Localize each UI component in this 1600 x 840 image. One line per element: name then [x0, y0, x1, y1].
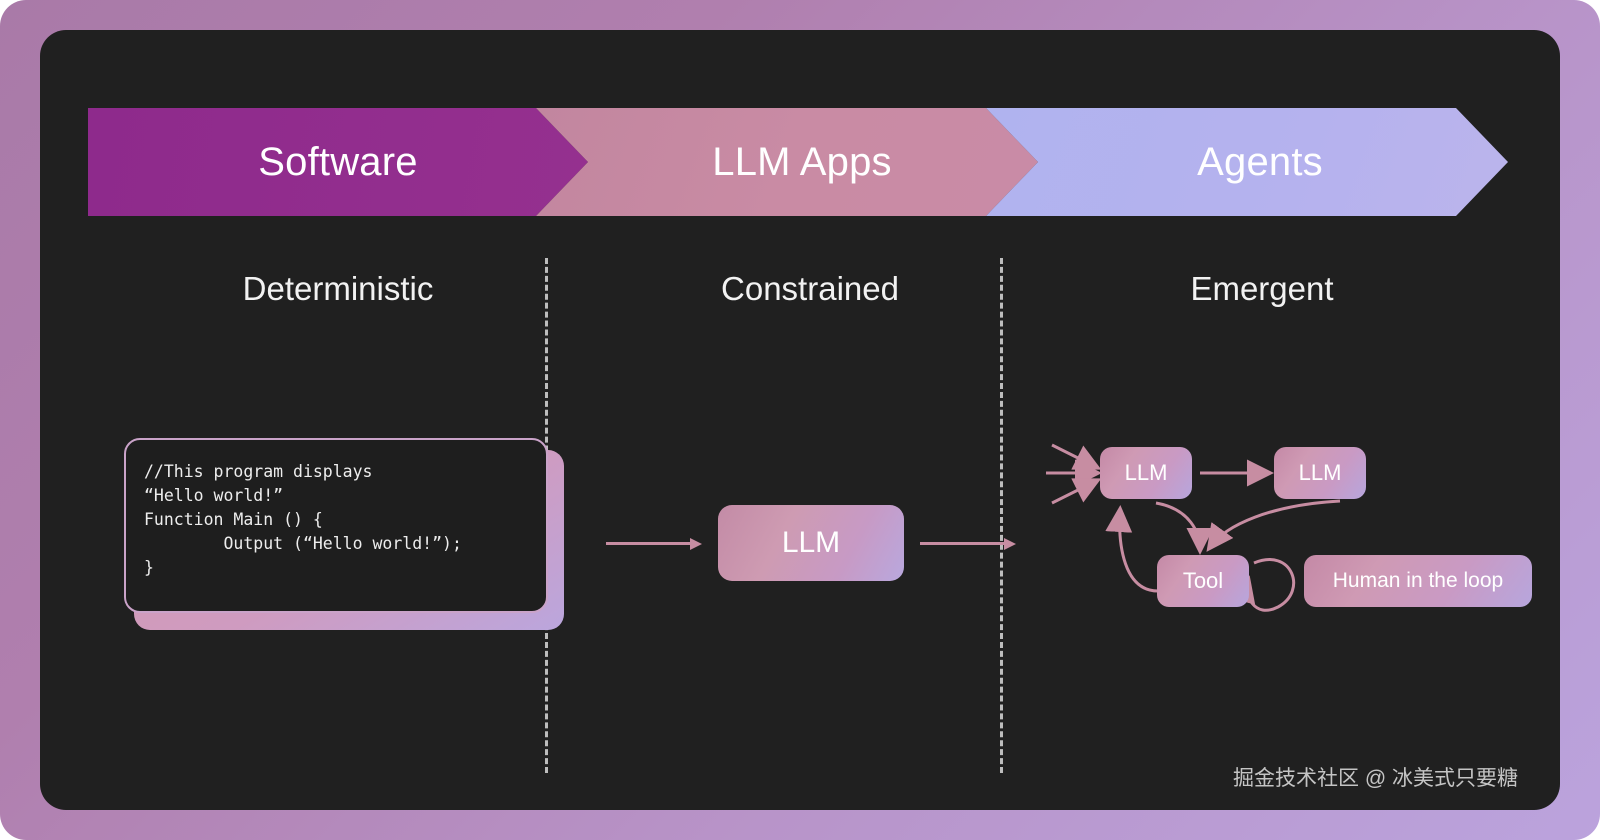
agent-node-llm-2[interactable]: LLM [1274, 447, 1366, 499]
arrow-shaft [920, 542, 1005, 545]
poster-canvas: Software LLM Apps Agents Deterministic C… [40, 30, 1560, 810]
edge-tool-to-llm1 [1105, 505, 1159, 593]
column-heading-deterministic: Deterministic [242, 270, 434, 307]
column-heading-constrained: Constrained [721, 270, 899, 307]
edge-llm2-to-tool [1206, 499, 1341, 552]
agent-node-llm-1[interactable]: LLM [1100, 447, 1192, 499]
agent-edges-svg [1046, 443, 1341, 612]
arrow-into-llm-icon [606, 538, 702, 550]
arrow-out-of-llm-icon [920, 538, 1016, 550]
banner-segment-agents[interactable]: Agents [986, 108, 1508, 216]
agent-diagram: LLM LLM Tool Human in the loop [1040, 415, 1560, 635]
code-snippet: //This program displays “Hello world!” F… [144, 462, 462, 577]
edge-input3-to-llm1 [1051, 478, 1102, 505]
llm-node-label: LLM [781, 526, 841, 559]
banner-segment-agents-label: Agents [1197, 139, 1323, 184]
agent-node-tool[interactable]: Tool [1157, 555, 1249, 607]
agent-node-human-in-the-loop[interactable]: Human in the loop [1304, 555, 1532, 607]
banner-segment-software[interactable]: Software [88, 108, 588, 216]
agent-node-llm-1-label: LLM [1124, 460, 1168, 485]
agent-node-tool-label: Tool [1182, 568, 1224, 593]
column-heading-emergent: Emergent [1190, 270, 1334, 307]
agent-node-llm-2-label: LLM [1298, 460, 1342, 485]
banner-segment-software-label: Software [258, 139, 418, 184]
column-divider-2 [1000, 258, 1003, 773]
arrow-head [1004, 538, 1016, 550]
llm-node[interactable]: LLM [718, 505, 904, 581]
edge-llm1-to-tool [1155, 501, 1214, 555]
banner-segment-llm-apps-label: LLM Apps [712, 139, 892, 184]
evolution-banner: Software LLM Apps Agents [88, 108, 1508, 216]
arrow-shaft [606, 542, 691, 545]
watermark-text: 掘金技术社区 @ 冰美式只要糖 [1233, 767, 1518, 790]
banner-segment-llm-apps[interactable]: LLM Apps [536, 108, 1038, 216]
arrow-head [690, 538, 702, 550]
edge-input1-to-llm1 [1051, 443, 1102, 470]
edge-tool-self-loop [1229, 558, 1296, 612]
agent-node-human-label: Human in the loop [1332, 569, 1504, 592]
code-card: //This program displays “Hello world!” F… [124, 438, 548, 613]
